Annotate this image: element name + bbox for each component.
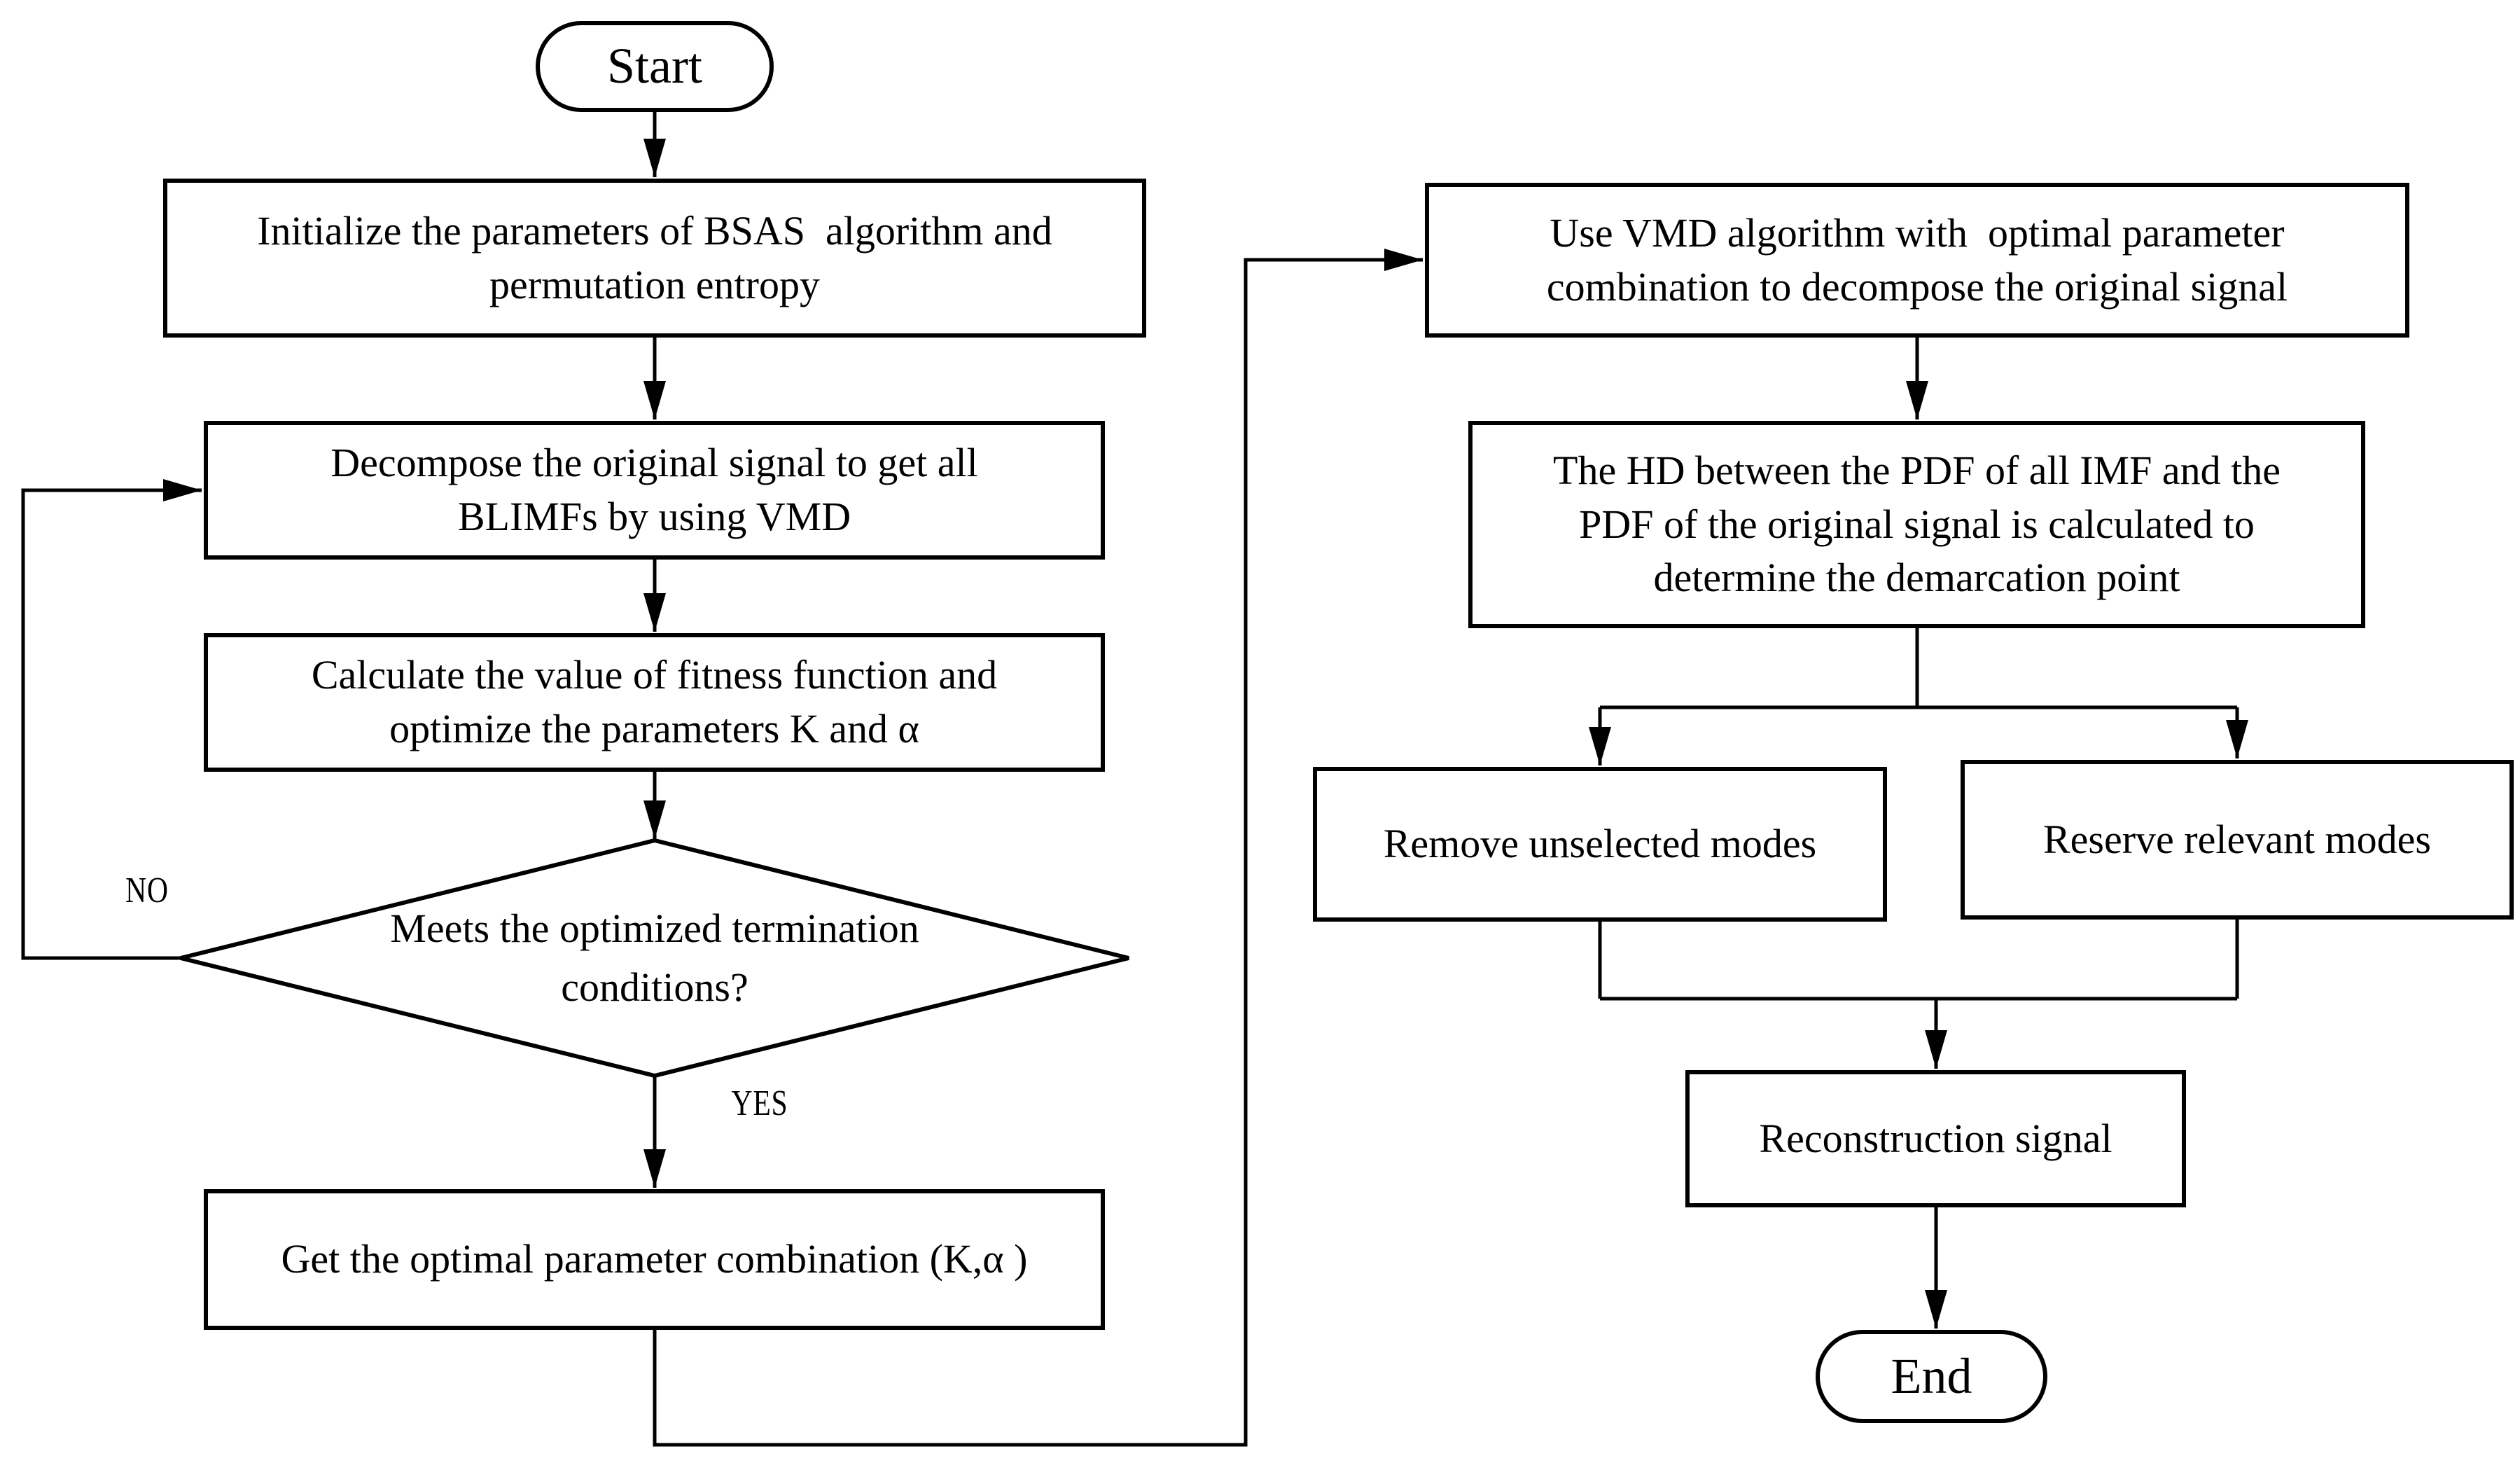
- process-reserve-modes: Reserve relevant modes: [1961, 760, 2514, 920]
- edge-merge-bar: [1598, 920, 2239, 1001]
- edge-optimal-usevmd: [653, 249, 1423, 1447]
- process-decompose-signal-label: Decompose the original signal to get all…: [330, 440, 978, 539]
- end-terminator: End: [1816, 1330, 2047, 1423]
- decision-termination-conditions: Meets the optimized termination conditio…: [305, 861, 1005, 1055]
- process-optimal-combination: Get the optimal parameter combination (K…: [204, 1189, 1105, 1330]
- edge-label-no-text: NO: [125, 870, 169, 910]
- process-reconstruction-signal: Reconstruction signal: [1685, 1070, 2186, 1207]
- process-calculate-fitness: Calculate the value of fitness function …: [204, 633, 1105, 772]
- process-hd-demarcation-label: The HD between the PDF of all IMF and th…: [1553, 448, 2281, 601]
- edge-label-yes-text: YES: [731, 1083, 788, 1123]
- process-hd-demarcation: The HD between the PDF of all IMF and th…: [1468, 421, 2365, 628]
- process-use-vmd-label: Use VMD algorithm with optimal parameter…: [1546, 209, 2288, 310]
- process-calculate-fitness-label: Calculate the value of fitness function …: [311, 652, 998, 751]
- start-terminator: Start: [536, 21, 774, 112]
- process-remove-modes: Remove unselected modes: [1313, 767, 1887, 922]
- process-initialize-parameters: Initialize the parameters of BSAS algori…: [163, 179, 1146, 338]
- process-remove-modes-label: Remove unselected modes: [1383, 821, 1817, 867]
- edge-termination-decompose-no: [21, 479, 202, 960]
- decision-diamond-shape: [180, 838, 1129, 1079]
- process-use-vmd: Use VMD algorithm with optimal parameter…: [1425, 183, 2409, 338]
- process-decompose-signal: Decompose the original signal to get all…: [204, 421, 1105, 560]
- end-label: End: [1891, 1347, 1972, 1404]
- start-label: Start: [607, 38, 702, 95]
- decision-termination-conditions-label: Meets the optimized termination conditio…: [390, 905, 919, 1010]
- process-optimal-combination-label: Get the optimal parameter combination (K…: [281, 1236, 1028, 1282]
- process-initialize-parameters-label: Initialize the parameters of BSAS algori…: [257, 207, 1052, 307]
- edge-hd-split: [1600, 628, 2237, 709]
- edge-label-yes: YES: [712, 1079, 807, 1128]
- process-reserve-modes-label: Reserve relevant modes: [2042, 816, 2431, 862]
- edge-label-no: NO: [108, 867, 186, 913]
- process-reconstruction-signal-label: Reconstruction signal: [1759, 1115, 2112, 1161]
